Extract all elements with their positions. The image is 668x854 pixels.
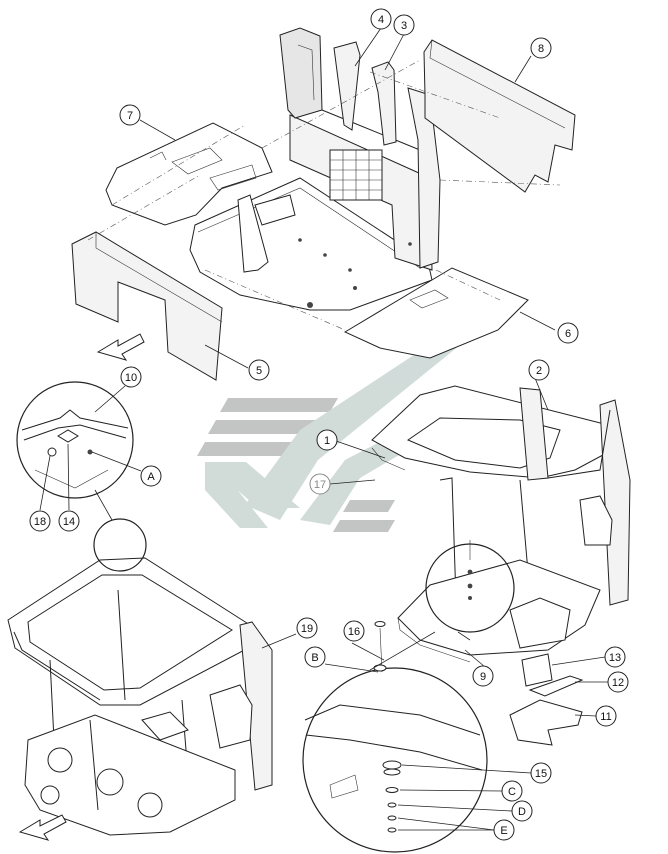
svg-text:3: 3	[401, 20, 407, 32]
direction-arrow-icon	[18, 814, 67, 841]
cover-part-12	[528, 675, 584, 697]
direction-arrow-icon	[96, 333, 145, 361]
svg-text:1: 1	[324, 435, 330, 447]
callout-13: 13	[604, 646, 626, 668]
callout-E: E	[493, 819, 515, 841]
callout-2: 2	[528, 359, 550, 381]
explode-lines-top	[87, 59, 561, 331]
svg-text:D: D	[518, 806, 526, 818]
bracket-part-11	[509, 699, 583, 746]
callout-16: 16	[343, 620, 365, 642]
callout-8: 8	[530, 37, 552, 59]
svg-text:15: 15	[535, 768, 547, 780]
callout-17: 17	[309, 473, 331, 495]
svg-text:B: B	[311, 652, 318, 664]
cab-frame-assembly-left	[7, 557, 273, 836]
callout-10: 10	[120, 366, 142, 388]
detail-circle-upper-left	[16, 381, 134, 499]
svg-text:E: E	[500, 825, 507, 837]
callout-C: C	[501, 780, 523, 802]
svg-text:C: C	[508, 786, 516, 798]
callout-9: 9	[472, 665, 494, 687]
callout-14: 14	[58, 510, 80, 532]
svg-text:5: 5	[256, 365, 262, 377]
callout-B: B	[304, 646, 326, 668]
bracket-part-13	[521, 653, 553, 687]
callout-18: 18	[29, 510, 51, 532]
callout-A: A	[140, 465, 162, 487]
callout-11: 11	[595, 705, 617, 727]
callout-3: 3	[393, 14, 415, 36]
svg-text:8: 8	[538, 43, 544, 55]
callout-15: 15	[530, 762, 552, 784]
front-panel-part-5	[71, 231, 223, 381]
svg-text:2: 2	[536, 365, 542, 377]
svg-text:14: 14	[63, 516, 75, 528]
callout-5: 5	[248, 359, 270, 381]
svg-text:17: 17	[314, 479, 326, 491]
callout-leaders	[39, 27, 608, 831]
callout-4: 4	[370, 8, 392, 30]
svg-text:6: 6	[565, 328, 571, 340]
floor-mat-part-7	[105, 122, 273, 226]
svg-text:A: A	[147, 471, 155, 483]
trim-strip-part-3	[371, 61, 397, 146]
detail-circle-lower-mid	[302, 621, 488, 853]
floor-mat-part-6	[343, 267, 529, 359]
svg-text:9: 9	[480, 671, 486, 683]
cab-frame-assembly-right	[371, 385, 631, 606]
svg-text:10: 10	[125, 372, 137, 384]
callout-12: 12	[607, 671, 629, 693]
svg-text:18: 18	[34, 516, 46, 528]
cab-base-part-9	[397, 559, 601, 663]
cab-floor-assembly	[189, 27, 441, 311]
detail-circle-small	[93, 518, 147, 572]
callout-D: D	[511, 800, 533, 822]
callout-6: 6	[557, 322, 579, 344]
svg-text:13: 13	[609, 652, 621, 664]
callout-1: 1	[316, 429, 338, 451]
svg-text:16: 16	[348, 626, 360, 638]
svg-text:12: 12	[612, 677, 624, 689]
svg-text:7: 7	[127, 110, 133, 122]
callout-7: 7	[119, 104, 141, 126]
svg-text:19: 19	[301, 623, 313, 635]
svg-text:11: 11	[600, 711, 611, 723]
callout-19: 19	[296, 617, 318, 639]
trim-strip-part-4	[333, 41, 361, 131]
svg-text:4: 4	[378, 14, 384, 26]
rear-panel-part-8	[423, 39, 576, 193]
